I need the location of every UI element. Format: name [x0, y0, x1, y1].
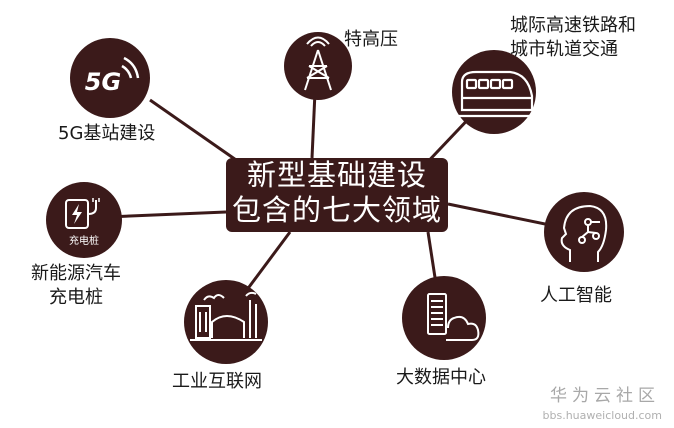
node-ai	[544, 192, 624, 272]
svg-text:充电桩: 充电桩	[69, 234, 99, 247]
server-cloud-icon	[427, 293, 480, 341]
svg-text:5G: 5G	[85, 68, 121, 96]
node-uhv	[284, 32, 352, 100]
train-icon	[458, 70, 536, 118]
node-5g: 5G	[70, 38, 150, 118]
label-bigdata: 大数据中心	[396, 367, 486, 388]
charging-station-icon: 充电桩	[65, 198, 100, 247]
label-rail-line-2: 城市轨道交通	[510, 39, 618, 60]
label-industrial: 工业互联网	[172, 371, 262, 392]
node-ev: 充电桩	[46, 182, 122, 258]
5g-icon: 5G	[85, 56, 140, 96]
watermark-brand: 华为云社区	[550, 386, 660, 406]
factory-icon	[190, 291, 262, 341]
node-industrial	[184, 280, 268, 364]
label-uhv: 特高压	[344, 29, 398, 50]
label-rail-line-1: 城际高速铁路和	[510, 15, 636, 36]
label-ev-line-1: 新能源汽车	[31, 263, 121, 284]
label-ev: 新能源汽车 充电桩	[22, 262, 130, 310]
node-rail	[452, 50, 536, 134]
center-title-line-2: 包含的七大领域	[231, 193, 442, 227]
label-ev-line-2: 充电桩	[49, 287, 103, 308]
center-title-line-1: 新型基础建设	[246, 158, 427, 192]
node-bigdata	[402, 276, 486, 360]
center-title-box: 新型基础建设 包含的七大领域	[226, 158, 448, 232]
watermark-url: bbs.huaweicloud.com	[542, 409, 662, 422]
ai-head-icon	[560, 204, 608, 262]
label-ai: 人工智能	[540, 285, 612, 306]
label-rail: 城际高速铁路和 城市轨道交通	[510, 14, 636, 62]
transmission-tower-icon	[304, 36, 332, 91]
label-5g: 5G基站建设	[58, 123, 156, 144]
